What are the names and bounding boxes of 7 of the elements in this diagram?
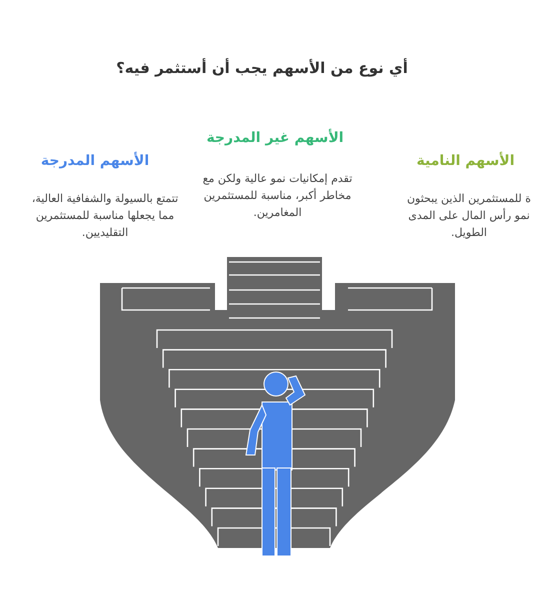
- title: أي نوع من الأسهم يجب أن أستثمر فيه؟: [115, 59, 409, 77]
- description-text: تقدم إمكانيات نمو عالية ولكن مع مخاطر أكبر، مناسبة للمستثمرين المغامرين.: [202, 171, 354, 221]
- description-text: تتمتع بالسيولة والشفافية العالية، مما يجعلها مناسبة للمستثمرين التقليديين.: [30, 191, 180, 241]
- description-text: ة للمستثمرين الذين يبحثون نمو رأس المال على المدى الطويل.: [406, 191, 532, 241]
- category-heading: الأسهم غير المدرجة: [205, 130, 345, 146]
- category-heading: الأسهم النامية: [416, 153, 516, 169]
- category-heading: الأسهم المدرجة: [40, 153, 150, 169]
